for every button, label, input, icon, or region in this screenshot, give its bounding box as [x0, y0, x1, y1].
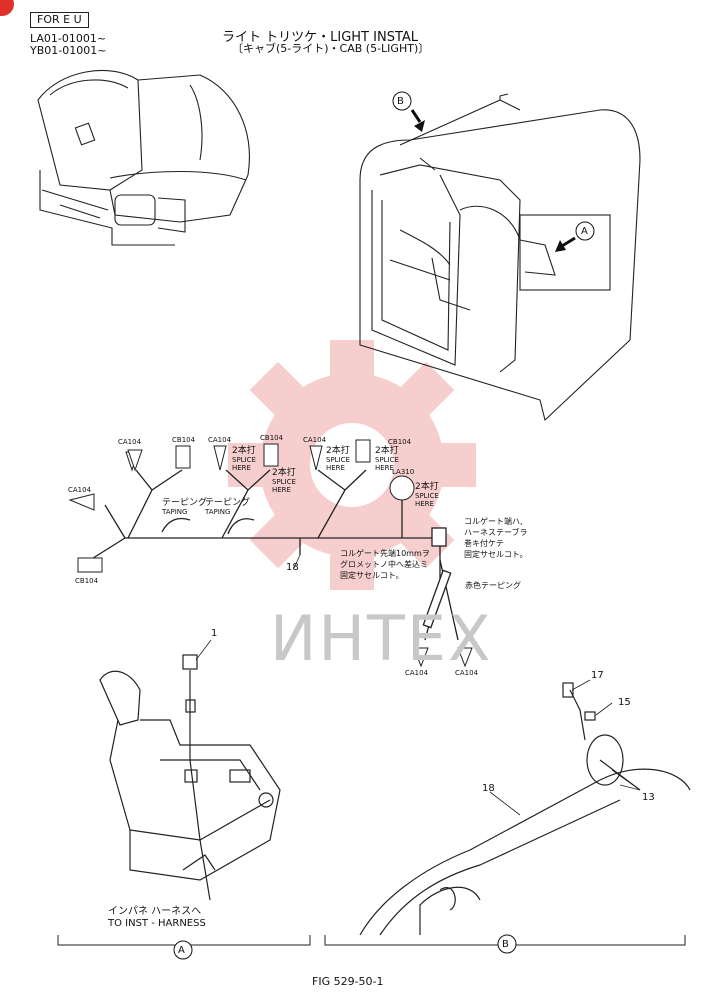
- page-subtitle: 〔キャブ(5-ライト)・CAB (5-LIGHT)〕: [232, 42, 430, 55]
- connector-label: CA104: [68, 486, 92, 494]
- part-number-15: 15: [618, 697, 631, 708]
- connector-label: CA104: [455, 669, 479, 677]
- view-brackets: [57, 935, 686, 946]
- taping-note: テーピング TAPING: [162, 498, 208, 516]
- splice-note: 2本打 SPLICE HERE: [375, 446, 399, 472]
- machine-overview-sketch: [37, 69, 250, 246]
- part-number-17: 17: [591, 670, 604, 681]
- serial-range-2: YB01-01001~: [30, 44, 107, 57]
- detail-a-marker: A: [178, 945, 185, 956]
- region-box: FOR E U: [30, 12, 89, 28]
- inst-harness-note-jp: インパネ ハーネスへ: [108, 906, 202, 917]
- corner-badge: [0, 0, 14, 16]
- tape-note: コルゲート端ハ, ハーネステーブラ 巻キ付ケテ 固定サセルコト。: [464, 517, 528, 559]
- wiring-harness-schematic: [89, 469, 459, 641]
- connector-label: CB104: [172, 436, 196, 444]
- splice-note: 2本打 SPLICE HERE: [232, 446, 256, 472]
- part-number-18-detail: 18: [482, 783, 495, 794]
- connector-label: CA104: [303, 436, 327, 444]
- connector-label: CA104: [208, 436, 232, 444]
- connector-label: CB104: [75, 577, 99, 585]
- serial-range-1: LA01-01001~: [30, 32, 107, 45]
- part-number-18: 18: [286, 562, 299, 573]
- inst-harness-note-en: TO INST - HARNESS: [108, 918, 206, 929]
- connector-label: LA310: [392, 468, 415, 476]
- connector-label: CB104: [388, 438, 412, 446]
- watermark-text: ИНТЕХ: [270, 602, 493, 675]
- splice-note: 2本打 SPLICE HERE: [272, 468, 296, 494]
- callout-b-marker: B: [397, 96, 404, 107]
- connector-label: CA104: [405, 669, 429, 677]
- connector-label: CA104: [118, 438, 142, 446]
- page-title: ライト トリツケ・LIGHT INSTAL: [222, 30, 419, 45]
- taping-note: テーピング TAPING: [205, 498, 251, 516]
- part-number-1: 1: [211, 628, 218, 639]
- callout-a-marker: A: [581, 226, 588, 237]
- splice-note: 2本打 SPLICE HERE: [415, 482, 439, 508]
- splice-note: 2本打 SPLICE HERE: [326, 446, 350, 472]
- red-tape-note: 赤色テーピング: [465, 581, 521, 590]
- detail-a-sketch: [99, 654, 281, 901]
- detail-b-marker: B: [502, 939, 509, 950]
- connector-shapes: [68, 439, 473, 668]
- part-number-13: 13: [642, 792, 655, 803]
- detail-b-sketch: [359, 682, 691, 936]
- figure-id: FIG 529-50-1: [312, 975, 384, 988]
- connector-label: CB104: [260, 434, 284, 442]
- cab-view-sketch: [359, 93, 641, 422]
- corrugate-note: コルゲート先端10mmヲ グロメットノ中へ差込ミ 固定サセルコト。: [340, 549, 430, 580]
- leader-lines: [195, 554, 641, 816]
